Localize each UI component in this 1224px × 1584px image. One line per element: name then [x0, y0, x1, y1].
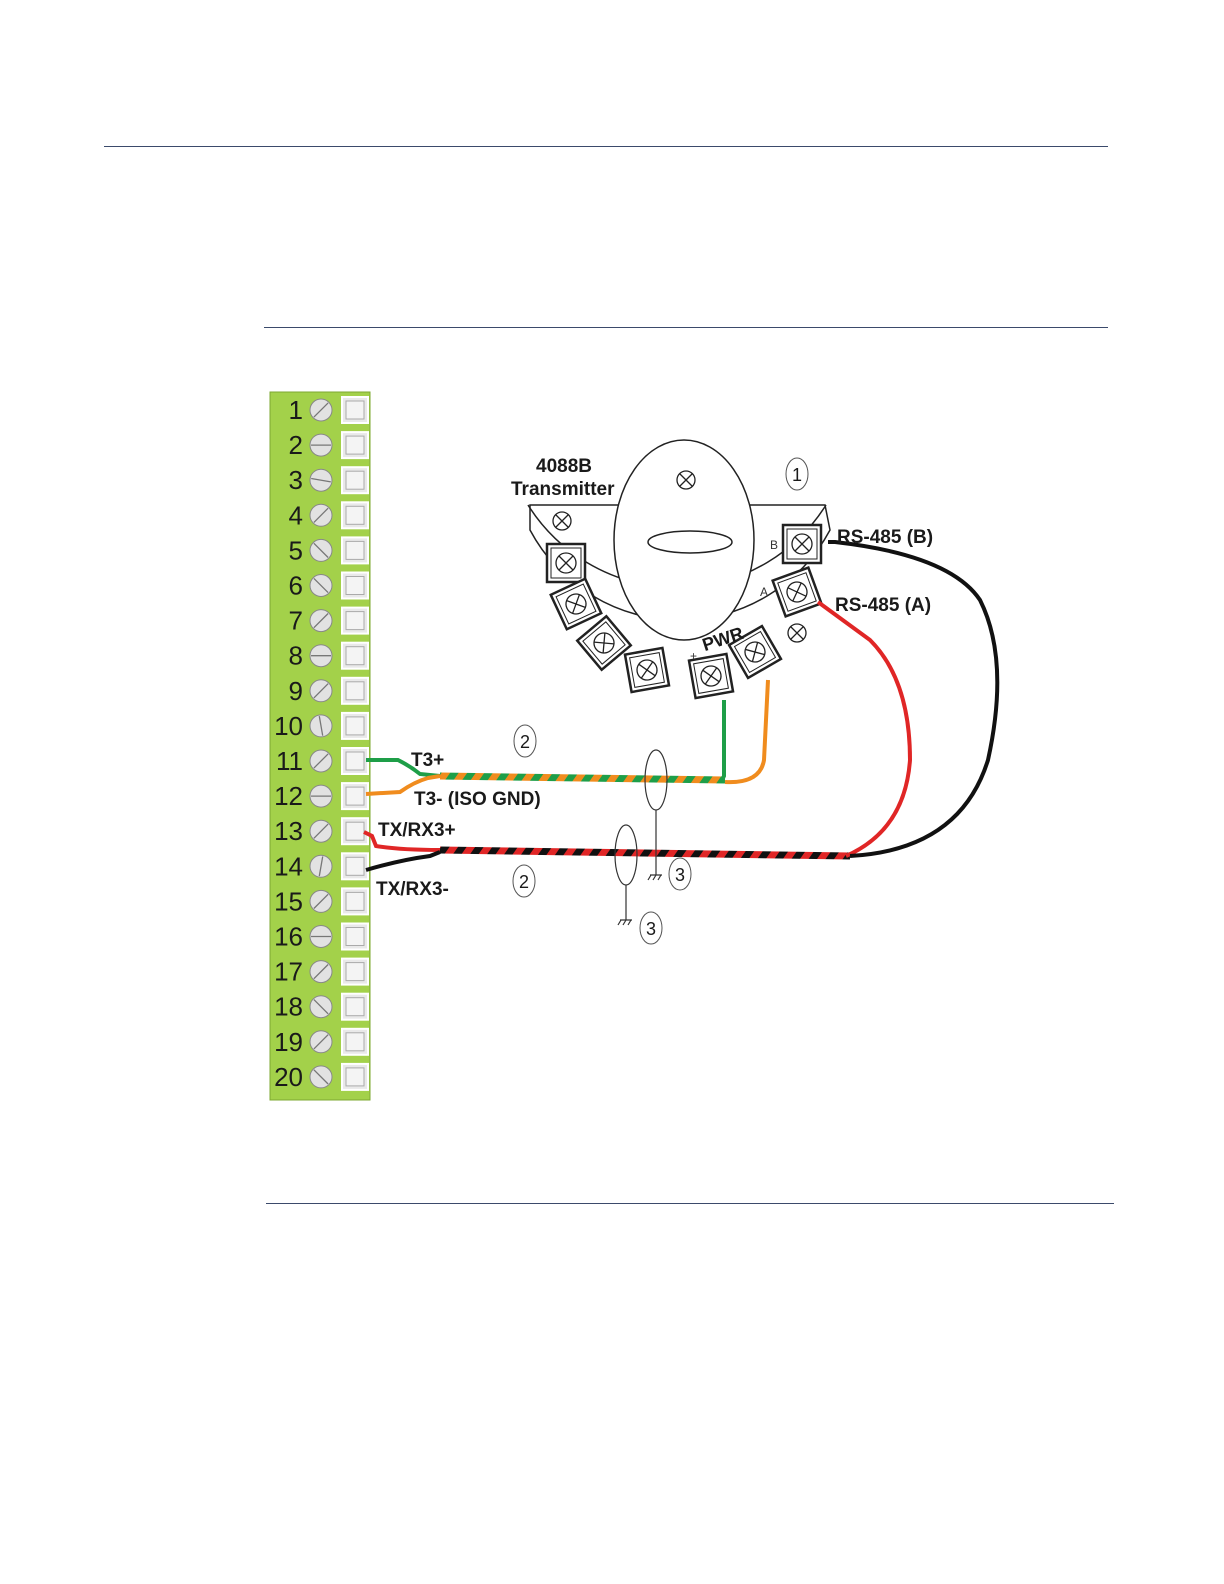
- svg-text:3: 3: [675, 865, 685, 885]
- terminal-b-label: B: [770, 538, 778, 552]
- terminal-number: 18: [274, 992, 303, 1022]
- terminal-clamp-inner: [346, 577, 364, 595]
- terminal-clamp-inner: [346, 822, 364, 840]
- transmitter-slot: [648, 531, 732, 553]
- terminal-clamp-inner: [346, 506, 364, 524]
- terminal-clamp-inner: [346, 401, 364, 419]
- svg-text:2: 2: [519, 872, 529, 892]
- terminal-clamp-inner: [346, 471, 364, 489]
- terminal-10: 10: [274, 711, 368, 741]
- callout-3-right: 3: [669, 858, 691, 890]
- callout-1: 1: [786, 458, 808, 490]
- label-rs485-b: RS-485 (B): [837, 527, 933, 548]
- terminal-18: 18: [274, 992, 368, 1022]
- terminal-clamp-inner: [346, 436, 364, 454]
- terminal-clamp-inner: [346, 682, 364, 700]
- transmitter-title: Transmitter: [511, 479, 615, 500]
- terminal-clamp-inner: [346, 1033, 364, 1051]
- terminal-number: 14: [274, 851, 303, 881]
- label-txrx-minus: TX/RX3-: [376, 879, 449, 900]
- terminal-number: 12: [274, 781, 303, 811]
- terminal-number: 20: [274, 1062, 303, 1092]
- tx-terminal-rs485-b: [783, 525, 821, 563]
- terminal-clamp-inner: [346, 998, 364, 1016]
- terminal-16: 16: [274, 922, 368, 952]
- terminal-number: 19: [274, 1027, 303, 1057]
- callout-2-bottom: 2: [513, 865, 535, 897]
- label-rs485-a: RS-485 (A): [835, 595, 931, 616]
- terminal-17: 17: [274, 957, 368, 987]
- terminal-number: 10: [274, 711, 303, 741]
- terminal-number: 13: [274, 816, 303, 846]
- callout-3-left: 3: [640, 912, 662, 944]
- transmitter-model: 4088B: [536, 456, 592, 477]
- pwr-minus-sign: -: [738, 631, 742, 645]
- tx-terminal-1: [547, 544, 585, 582]
- terminal-19: 19: [274, 1027, 368, 1057]
- terminal-number: 1: [289, 395, 303, 425]
- terminal-15: 15: [274, 886, 368, 916]
- terminal-11: 11: [276, 746, 368, 776]
- label-t3-minus: T3- (ISO GND): [414, 789, 541, 810]
- terminal-clamp-inner: [346, 1068, 364, 1086]
- terminal-number: 16: [274, 922, 303, 952]
- terminal-clamp-inner: [346, 752, 364, 770]
- terminal-number: 7: [289, 606, 303, 636]
- terminal-number: 9: [289, 676, 303, 706]
- svg-text:2: 2: [520, 732, 530, 752]
- wire-green-to-pwr-plus: [722, 700, 724, 780]
- svg-text:3: 3: [646, 919, 656, 939]
- terminal-number: 15: [274, 886, 303, 916]
- terminal-clamp-inner: [346, 787, 364, 805]
- terminal-number: 2: [289, 430, 303, 460]
- twisted-pair-t3: [440, 776, 725, 780]
- terminal-clamp-inner: [346, 892, 364, 910]
- tx-terminal-4: [625, 648, 669, 692]
- terminal-14: 14: [274, 851, 368, 881]
- terminal-number: 8: [289, 641, 303, 671]
- terminal-number: 5: [289, 535, 303, 565]
- terminal-12: 12: [274, 781, 368, 811]
- terminal-clamp-inner: [346, 963, 364, 981]
- terminal-number: 11: [276, 746, 303, 776]
- terminal-clamp-inner: [346, 857, 364, 875]
- screw-top: [677, 471, 695, 489]
- terminal-20: 20: [274, 1062, 368, 1092]
- loose-screw-icon-2: [788, 624, 806, 642]
- terminal-number: 17: [274, 957, 303, 987]
- loose-screw-icon-1: [553, 512, 571, 530]
- label-t3-plus: T3+: [411, 750, 444, 771]
- pwr-plus-sign: +: [690, 649, 697, 663]
- callout-2-top: 2: [514, 725, 536, 757]
- terminal-clamp-inner: [346, 541, 364, 559]
- terminal-clamp-inner: [346, 717, 364, 735]
- terminal-number: 4: [289, 500, 303, 530]
- terminal-clamp-inner: [346, 647, 364, 665]
- terminal-13: 13: [274, 816, 368, 846]
- terminal-number: 6: [289, 571, 303, 601]
- terminal-clamp-inner: [346, 928, 364, 946]
- terminal-clamp-inner: [346, 612, 364, 630]
- terminal-a-label: A: [760, 585, 768, 599]
- label-txrx-plus: TX/RX3+: [378, 820, 456, 841]
- svg-text:1: 1: [792, 465, 802, 485]
- terminal-number: 3: [289, 465, 303, 495]
